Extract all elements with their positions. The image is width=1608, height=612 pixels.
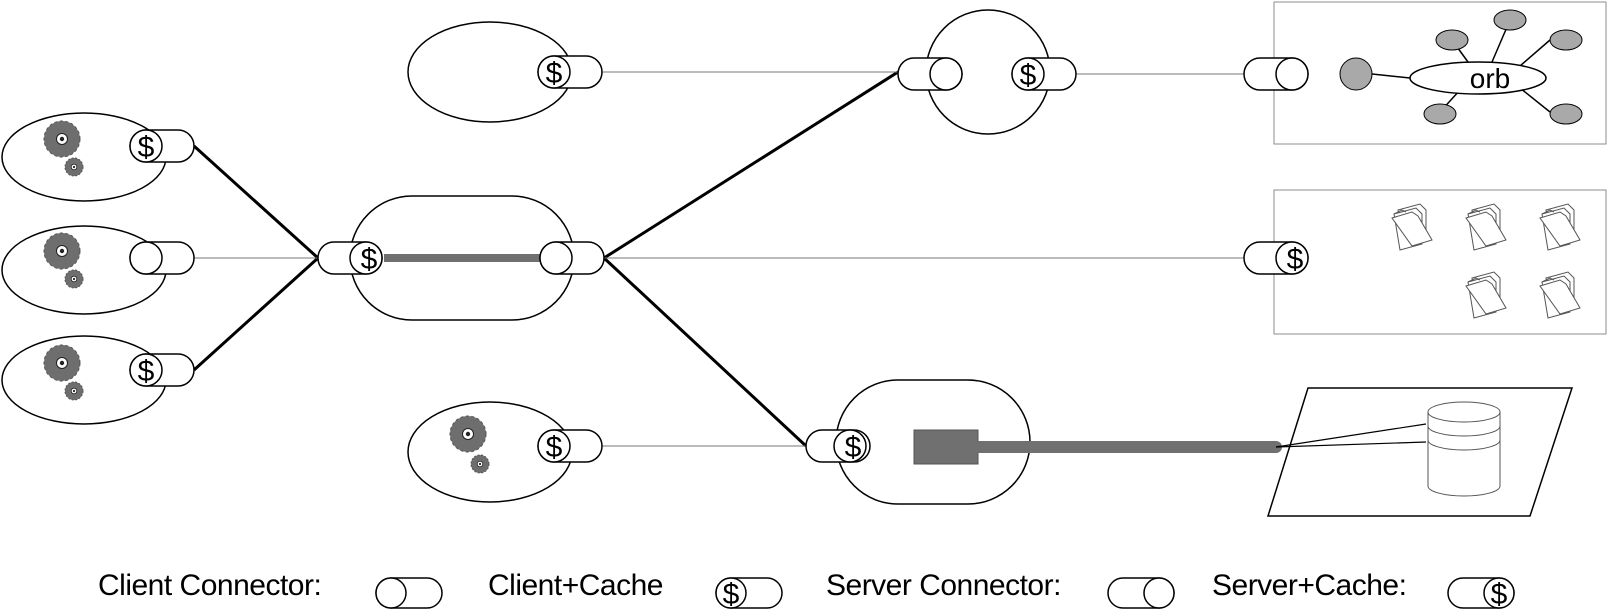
gear-icon [470,454,490,474]
cache-dollar-icon: $ [138,355,155,388]
legend-server-connector-label: Server Connector: [826,569,1061,602]
tunnel-bar [384,254,542,262]
gear-icon [64,269,84,289]
gateway-bottom: $ [805,379,1282,505]
legend-client-connector-label: Client Connector: [98,569,321,602]
legend-server-cache-symbol: $ [1447,577,1515,611]
client-connector-ua2 [129,241,195,275]
gear-icon [43,344,81,382]
legend-client-cache-symbol: $ [715,577,783,611]
gear-icon [449,415,487,453]
cache-dollar-icon: $ [723,578,740,611]
orb-network-icon: orb [1339,9,1583,125]
cache-dollar-icon: $ [845,431,862,464]
cache-dollar-icon: $ [546,431,563,464]
legend-server-connector-symbol [1107,577,1175,609]
client-cache-connector-ua1: $ [129,129,195,164]
gear-icon [43,120,81,158]
cache-dollar-icon: $ [1491,578,1508,611]
cache-dollar-icon: $ [1020,59,1037,92]
gateway-top: $ [897,9,1077,135]
legend-client-cache-label: Client+Cache [488,569,663,602]
legend-client-connector-symbol [375,577,443,609]
gear-icon [43,232,81,270]
gateway-block [913,429,979,465]
user-agent-4: $ [407,401,603,503]
proxy-central: $ [317,195,605,321]
cache-dollar-icon: $ [138,131,155,164]
cache-dollar-icon: $ [361,243,378,276]
orb-label: orb [1470,63,1510,94]
gear-icon [64,157,84,177]
database-store [1266,387,1574,517]
orb-server-box: orb [1243,1,1607,145]
gear-icon [64,381,84,401]
client-cache-connector-ua3: $ [129,353,195,388]
cache-dollar-icon: $ [546,57,563,90]
database-cylinder-icon [1427,401,1501,497]
file-server-box: $ [1243,189,1607,335]
cache-dollar-icon: $ [1287,243,1304,276]
legend-server-cache-label: Server+Cache: [1212,569,1406,602]
cache-client-top: $ [407,21,603,123]
legend: Client Connector: Client+Cache $ Server … [98,569,1515,611]
